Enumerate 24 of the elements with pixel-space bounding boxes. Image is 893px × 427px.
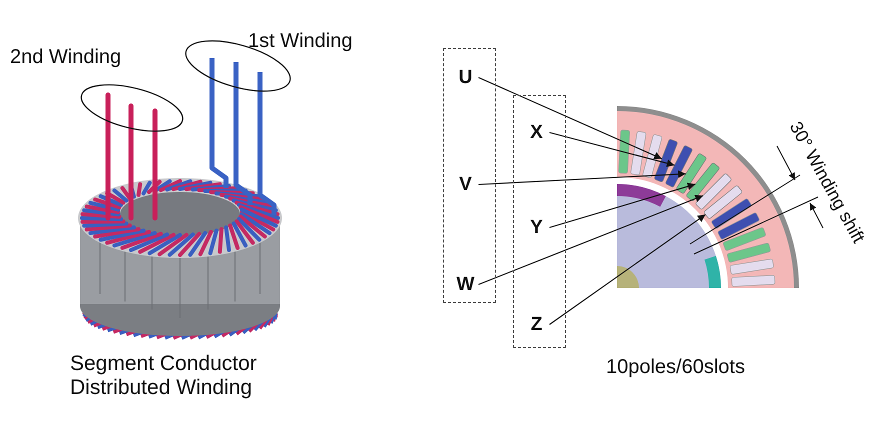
figure-caption: Segment Conductor Distributed Winding — [70, 352, 258, 400]
coil-slot — [676, 152, 708, 194]
phase-label: U — [454, 66, 476, 88]
coil-slot — [664, 144, 694, 188]
phase-label: V — [454, 174, 476, 196]
dashed-group-box — [443, 48, 496, 303]
coil-slot — [694, 172, 732, 210]
leader-arrow — [549, 214, 706, 325]
leader-arrow — [549, 132, 675, 167]
phase-label: W — [454, 274, 476, 296]
winding-label: 1st Winding — [248, 30, 354, 53]
leader-arrow — [549, 182, 696, 228]
phase-label: Z — [526, 314, 548, 336]
dashed-group-box — [513, 95, 566, 348]
leader-arrow — [478, 77, 662, 160]
phase-label: X — [526, 122, 548, 144]
leader-arrow — [478, 194, 704, 286]
figure-caption: 10poles/60slots — [606, 356, 746, 379]
winding-label: 2nd Winding — [10, 46, 122, 69]
coil-slot — [703, 184, 743, 220]
coil-slot — [654, 138, 678, 183]
phase-label: Y — [526, 216, 548, 238]
leader-arrow — [478, 170, 686, 186]
coil-slot — [686, 162, 720, 202]
